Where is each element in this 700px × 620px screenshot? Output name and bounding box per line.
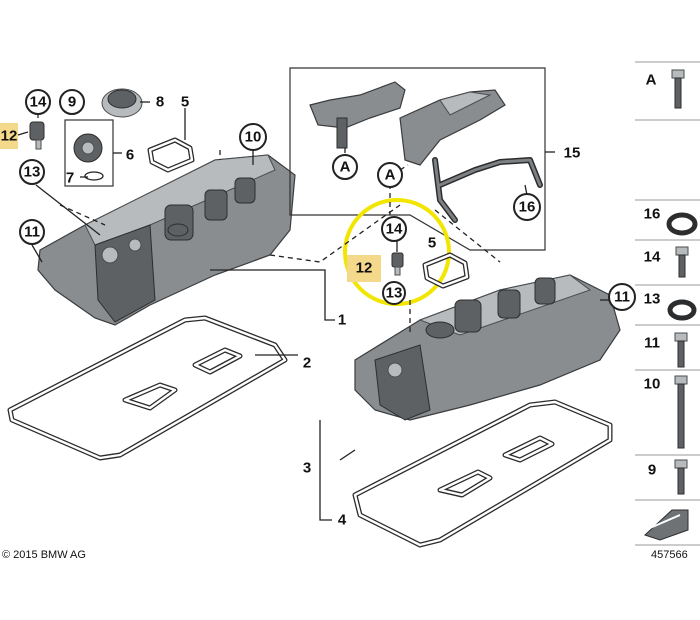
svg-text:3: 3 <box>303 460 311 477</box>
side-item-A[interactable]: A <box>646 69 685 109</box>
sensor-12-mid[interactable] <box>391 252 404 276</box>
callout-A-upper[interactable]: A <box>332 154 358 180</box>
svg-text:16: 16 <box>519 199 536 216</box>
callout-16[interactable]: 16 <box>513 193 541 221</box>
svg-text:12: 12 <box>356 260 373 277</box>
callout-11-left[interactable]: 11 <box>19 219 45 245</box>
small-gasket-5-mid[interactable] <box>422 252 470 289</box>
callout-3[interactable]: 3 <box>303 460 311 477</box>
callout-1[interactable]: 1 <box>338 312 346 329</box>
svg-text:12: 12 <box>1 128 18 145</box>
callout-12-left[interactable]: 12 <box>0 123 18 149</box>
diagram-number: 457566 <box>651 549 688 561</box>
svg-text:4: 4 <box>338 512 347 529</box>
side-item-13[interactable]: 13 <box>644 291 697 321</box>
callout-13-left[interactable]: 13 <box>19 159 45 185</box>
callout-10[interactable]: 10 <box>239 123 267 151</box>
svg-text:10: 10 <box>644 376 661 393</box>
callout-11-right[interactable]: 11 <box>608 283 636 311</box>
svg-text:6: 6 <box>126 147 134 164</box>
callout-7[interactable]: 7 <box>66 170 74 187</box>
breather-assembly-box <box>289 67 546 251</box>
svg-text:A: A <box>340 159 351 176</box>
svg-text:14: 14 <box>30 94 47 111</box>
svg-text:1: 1 <box>338 312 346 329</box>
svg-text:10: 10 <box>245 129 262 146</box>
svg-text:11: 11 <box>24 224 40 241</box>
left-valve-cover[interactable] <box>37 154 296 326</box>
right-gasket[interactable] <box>352 399 613 548</box>
right-valve-cover[interactable] <box>354 274 621 421</box>
oil-filler-cap[interactable] <box>101 88 143 118</box>
svg-text:15: 15 <box>564 145 581 162</box>
callout-5-left[interactable]: 5 <box>181 94 189 111</box>
callout-2[interactable]: 2 <box>303 355 311 372</box>
svg-text:11: 11 <box>644 335 660 352</box>
side-item-14[interactable]: 14 <box>644 246 689 278</box>
svg-text:13: 13 <box>386 285 403 302</box>
svg-text:5: 5 <box>428 235 436 252</box>
svg-text:14: 14 <box>386 221 403 238</box>
svg-text:A: A <box>646 72 657 89</box>
breather-valve[interactable] <box>309 81 406 149</box>
side-item-16[interactable]: 16 <box>644 206 698 236</box>
side-item-10[interactable]: 10 <box>644 375 688 449</box>
wrench-arrow-icon <box>644 509 689 541</box>
callout-9[interactable]: 9 <box>59 89 85 115</box>
svg-text:14: 14 <box>644 249 661 266</box>
small-gasket-5-left[interactable] <box>147 137 195 173</box>
callout-14-left[interactable]: 14 <box>25 89 51 115</box>
svg-text:8: 8 <box>156 94 164 111</box>
sensor-12-left[interactable] <box>29 121 45 150</box>
svg-text:5: 5 <box>181 94 189 111</box>
copyright-text: © 2015 BMW AG <box>2 549 86 561</box>
callout-6[interactable]: 6 <box>126 147 134 164</box>
side-panel <box>635 61 700 546</box>
svg-text:7: 7 <box>66 170 74 187</box>
breather-pipe-16[interactable] <box>432 157 543 223</box>
callout-A-lower[interactable]: A <box>377 162 403 188</box>
callout-8[interactable]: 8 <box>156 94 164 111</box>
callout-4[interactable]: 4 <box>338 512 347 529</box>
svg-text:2: 2 <box>303 355 311 372</box>
side-item-9[interactable]: 9 <box>648 459 688 495</box>
callout-15[interactable]: 15 <box>564 145 581 162</box>
callout-14-mid[interactable]: 14 <box>381 216 407 242</box>
svg-text:13: 13 <box>24 164 41 181</box>
svg-text:9: 9 <box>648 462 656 479</box>
callout-5-mid[interactable]: 5 <box>428 235 436 252</box>
callout-13-mid[interactable]: 13 <box>382 281 406 305</box>
leader-lines <box>17 100 612 521</box>
callout-12-mid[interactable]: 12 <box>347 255 381 282</box>
side-item-11[interactable]: 11 <box>644 332 688 368</box>
svg-text:A: A <box>385 167 396 184</box>
svg-text:16: 16 <box>644 206 661 223</box>
oil-filler-neck[interactable] <box>64 119 114 187</box>
svg-text:11: 11 <box>614 289 630 306</box>
breather-hose-housing[interactable] <box>399 89 506 166</box>
left-gasket[interactable] <box>7 315 288 461</box>
svg-text:13: 13 <box>644 291 661 308</box>
svg-text:9: 9 <box>68 94 76 111</box>
